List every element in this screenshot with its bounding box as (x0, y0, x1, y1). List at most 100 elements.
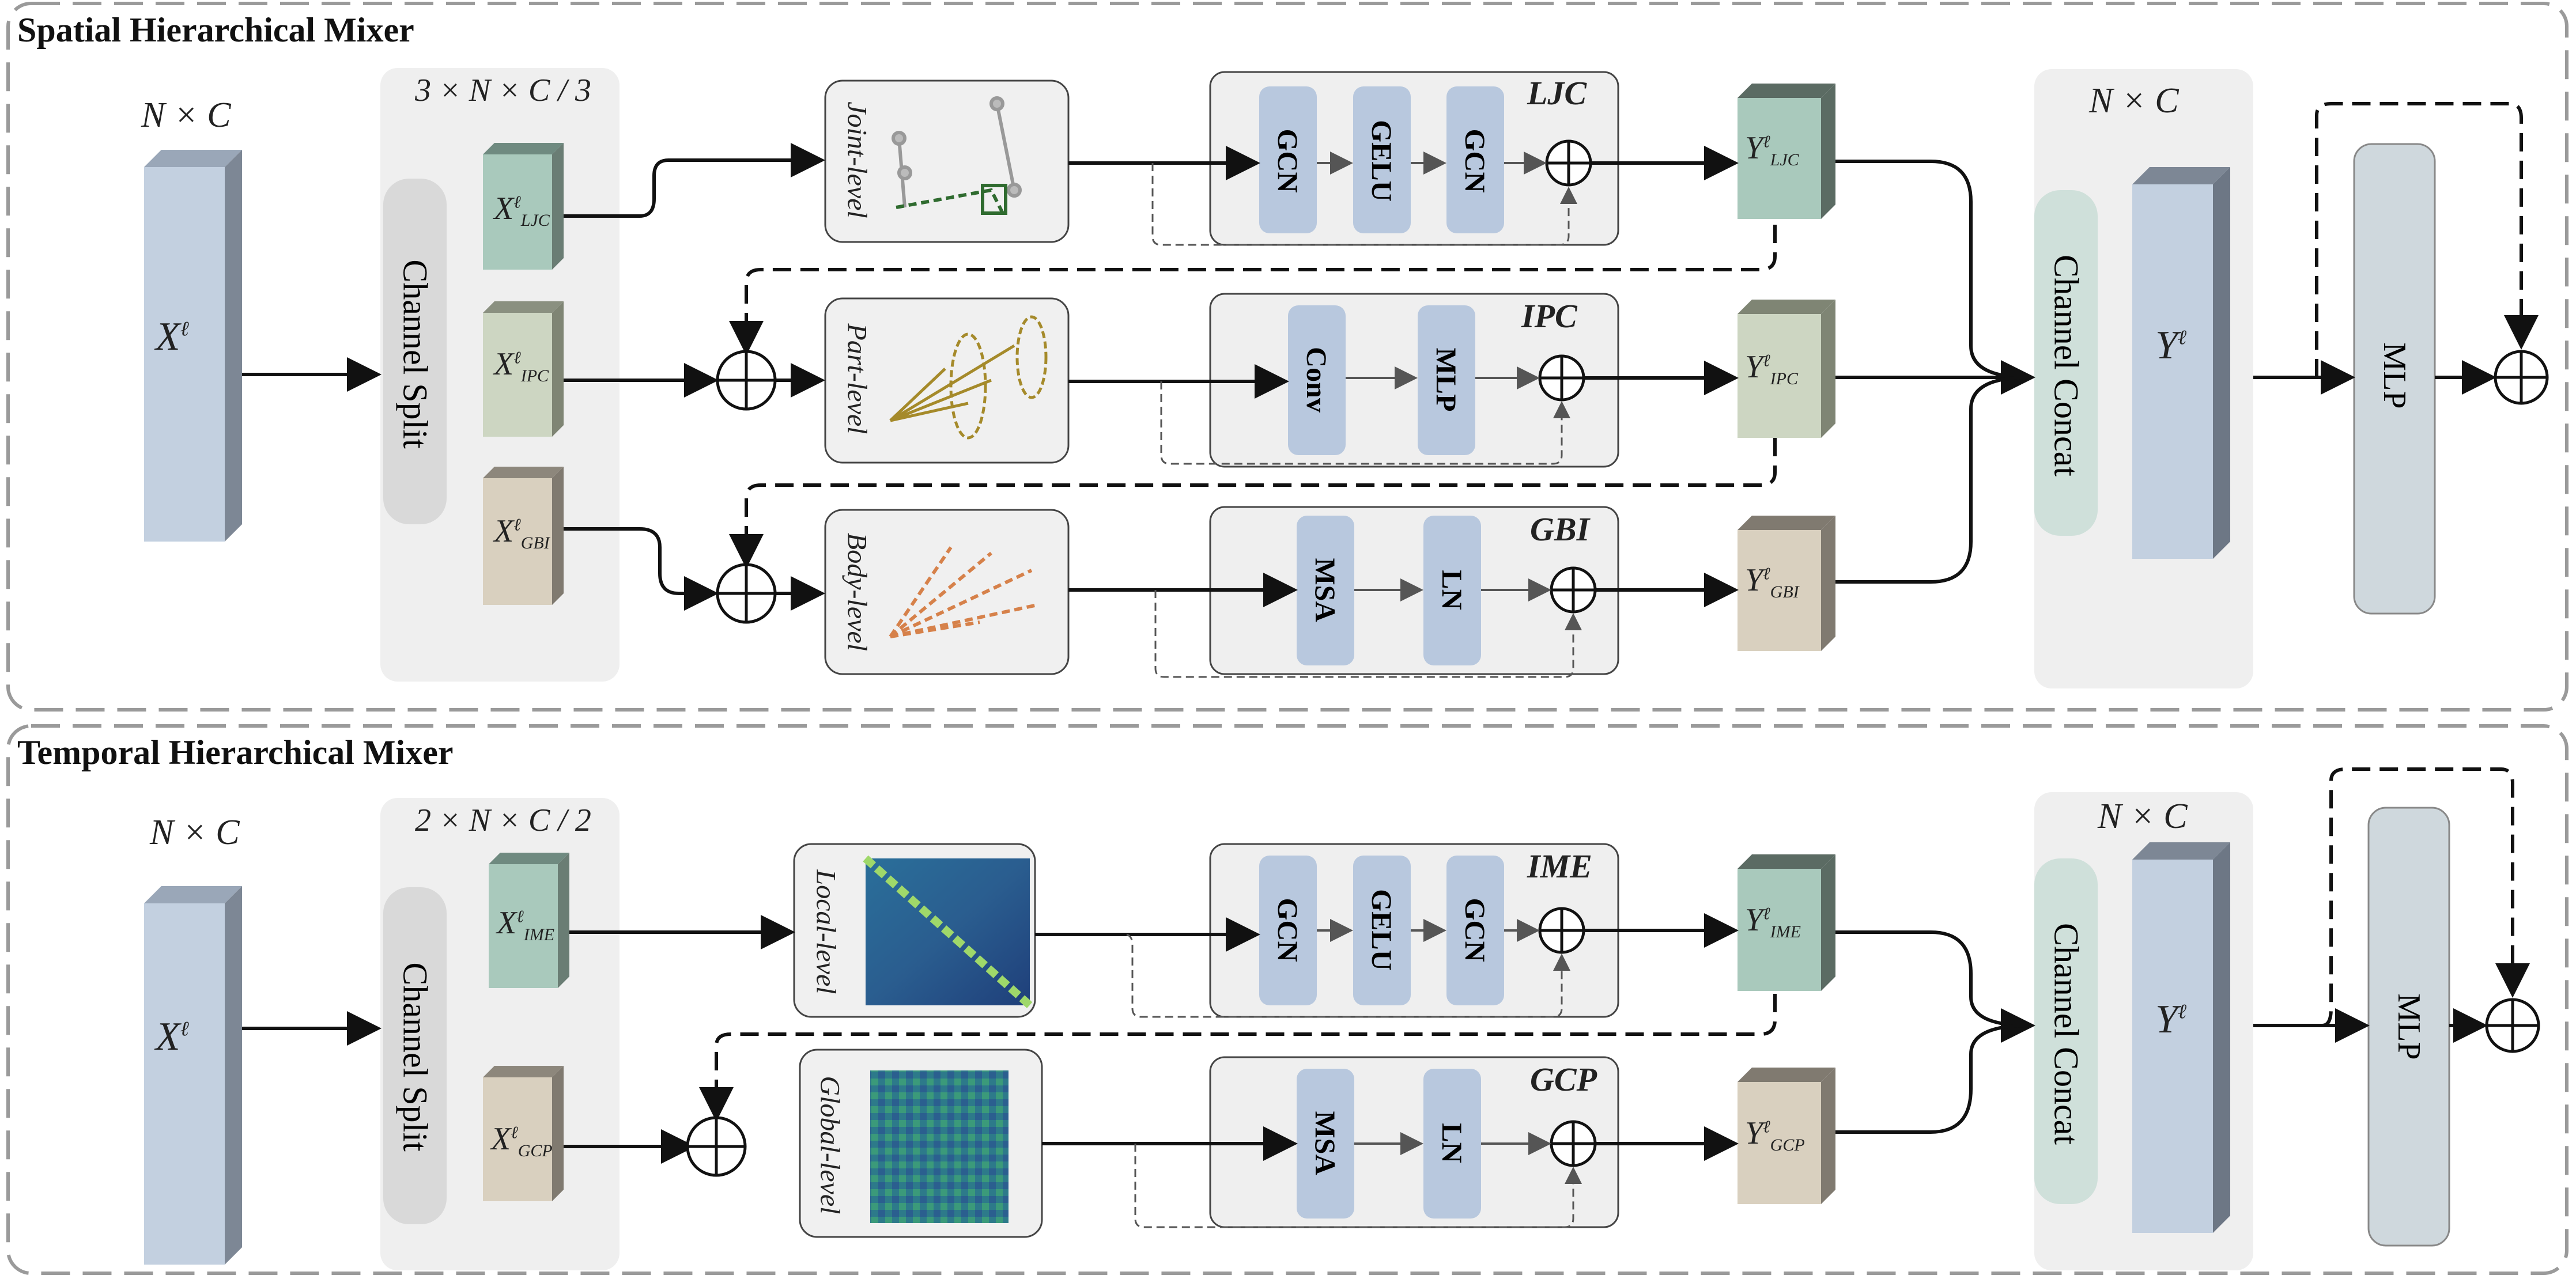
temporal-inner-arrows (1317, 919, 1551, 1155)
cube-gbi-in (483, 467, 564, 605)
temporal-output-var: Yℓ (2155, 997, 2186, 1042)
plus-gbi-merge (716, 563, 777, 624)
gbi-msa (1297, 516, 1354, 665)
temporal-split-dim: 2 × N × C / 2 (415, 803, 591, 838)
gcp-ln (1423, 1069, 1481, 1219)
spatial-connectors (242, 143, 2496, 611)
gcp-msa (1297, 1069, 1354, 1219)
plus-ime (1538, 907, 1585, 954)
plus-spatial-final (2494, 350, 2549, 405)
temporal-channel-split-box (383, 887, 447, 1224)
spatial-concat-box (2034, 190, 2098, 536)
gbi-block-title: GBI (1530, 510, 1590, 548)
ljc-gcn2-label: GCN (1459, 128, 1491, 193)
ipc-conv (1288, 305, 1346, 455)
joint-skeleton-illustration (892, 96, 1022, 215)
ime-out-label: YℓIME (1745, 902, 1801, 942)
temporal-input-var: Xℓ (156, 1015, 189, 1059)
temporal-output-bar (2132, 842, 2230, 1233)
spatial-skip-connectors (1151, 163, 1582, 678)
spatial-input-var: Xℓ (156, 315, 189, 359)
plus-gcp (1550, 1120, 1597, 1167)
plus-temporal-final (2485, 998, 2540, 1053)
local-heatmap (863, 855, 1033, 1009)
ipc-block-title: IPC (1521, 297, 1577, 335)
gcp-ln-label: LN (1436, 1123, 1468, 1163)
spatial-input-bar (144, 150, 242, 542)
cube-ipc-out (1738, 300, 1835, 438)
plus-ipc (1538, 354, 1585, 402)
temporal-input-bar (144, 886, 242, 1265)
plus-ljc (1545, 139, 1592, 187)
temporal-dashed-connectors (699, 767, 2530, 1122)
cube-ipc-in (483, 301, 564, 437)
ipc-mlp-label: MLP (1430, 347, 1463, 412)
spatial-output-bar (2132, 167, 2230, 559)
ime-gcn2 (1446, 856, 1504, 1005)
ime-in-label: XℓIME (497, 905, 555, 945)
temporal-panel-border (6, 724, 2569, 1275)
spatial-output-var: Yℓ (2155, 323, 2186, 368)
spatial-dashed-connectors (729, 102, 2539, 569)
gbi-ln (1423, 516, 1481, 665)
temporal-skip-connectors (1126, 933, 1582, 1228)
plus-gcp-merge (686, 1116, 747, 1177)
ljc-gelu (1353, 86, 1411, 233)
ljc-gcn1-label: GCN (1272, 128, 1304, 193)
cube-ljc-out (1738, 84, 1835, 219)
gbi-out-label: YℓGBI (1745, 562, 1799, 602)
body-skeleton-illustration (889, 546, 1038, 638)
temporal-channel-concat-label: Channel Concat (2047, 923, 2086, 1145)
ime-gcn2-label: GCN (1459, 898, 1491, 962)
ime-gelu-label: GELU (1366, 889, 1398, 971)
spatial-channel-split-label: Channel Split (396, 259, 435, 449)
ipc-mlp (1418, 305, 1475, 455)
ipc-in-label: XℓIPC (494, 346, 549, 386)
gbi-msa-label: MSA (1309, 558, 1342, 622)
temporal-title: Temporal Hierarchical Mixer (17, 733, 454, 771)
joint-level-label: Joint-level (841, 101, 872, 218)
global-heatmap (870, 1070, 1009, 1223)
body-level-label: Body-level (841, 532, 872, 652)
cube-ljc-in (483, 143, 564, 270)
ljc-block-title: LJC (1527, 74, 1587, 112)
part-skeleton-illustration (889, 315, 1048, 440)
local-level-label: Local-level (810, 869, 841, 994)
gcp-in-label: XℓGCP (491, 1121, 553, 1161)
spatial-inner-arrows (1317, 152, 1551, 601)
global-level-label: Global-level (814, 1076, 845, 1214)
ime-gcn1 (1259, 856, 1317, 1005)
temporal-input-dim: N × C (150, 813, 240, 852)
spatial-panel-border (6, 2, 2569, 712)
gcp-msa-label: MSA (1309, 1111, 1342, 1175)
ime-gelu (1353, 856, 1411, 1005)
spatial-channel-split-box (383, 179, 447, 524)
plus-ipc-merge (716, 350, 777, 411)
temporal-concat-box (2034, 858, 2098, 1204)
ipc-out-label: YℓIPC (1745, 349, 1798, 389)
ljc-gcn2 (1446, 86, 1504, 233)
cube-gbi-out (1738, 516, 1835, 651)
cube-gcp-out (1738, 1068, 1835, 1204)
gbi-ln-label: LN (1436, 570, 1468, 610)
spatial-title: Spatial Hierarchical Mixer (17, 11, 414, 49)
temporal-mlp-label: MLP (2391, 993, 2427, 1060)
spatial-channel-concat-label: Channel Concat (2047, 255, 2086, 476)
body-level-box (824, 509, 1070, 675)
cube-gcp-in (483, 1066, 564, 1201)
part-level-label: Part-level (841, 323, 872, 434)
gbi-in-label: XℓGBI (494, 513, 550, 553)
plus-gbi (1550, 566, 1597, 614)
ime-block-title: IME (1527, 847, 1592, 885)
spatial-split-dim: 3 × N × C / 3 (415, 73, 591, 108)
temporal-channel-split-label: Channel Split (396, 962, 435, 1152)
gcp-out-label: YℓGCP (1745, 1115, 1805, 1155)
ljc-out-label: YℓLJC (1745, 130, 1799, 170)
temporal-concat-dim: N × C (2098, 797, 2188, 836)
temporal-connectors (242, 913, 2488, 1164)
ljc-gcn1 (1259, 86, 1317, 233)
cube-ime-out (1738, 854, 1835, 991)
spatial-input-dim: N × C (141, 96, 231, 135)
ljc-in-label: XℓLJC (494, 191, 550, 230)
